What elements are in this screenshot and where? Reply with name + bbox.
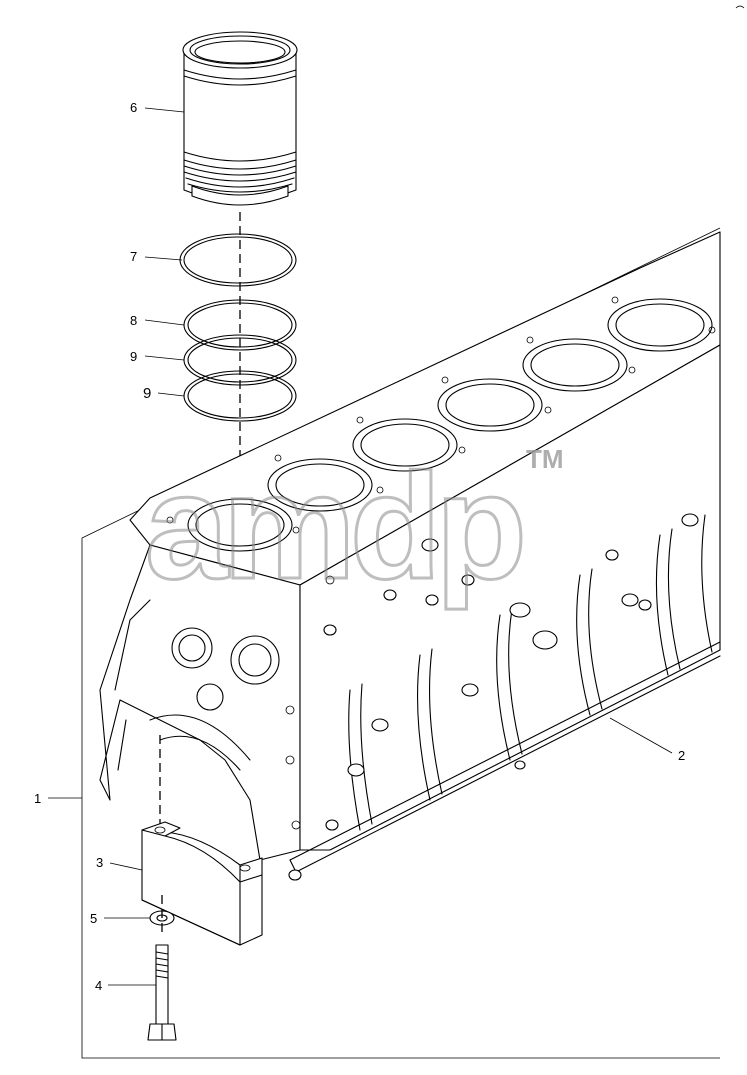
callout-9a: 9 — [130, 349, 137, 364]
engine-block — [99, 231, 721, 881]
front-face-details — [114, 575, 335, 830]
callout-6: 6 — [130, 100, 137, 115]
watermark-text: amdp — [145, 442, 521, 610]
watermark-logo: amdp TM — [144, 441, 564, 612]
corner-mark — [735, 5, 745, 9]
main-bearing-bolt — [147, 895, 177, 1041]
callout-2: 2 — [678, 748, 685, 763]
seal-ring-7 — [179, 233, 297, 287]
main-bearing-cap — [141, 821, 263, 946]
callout-3: 3 — [96, 855, 103, 870]
callout-8: 8 — [130, 313, 137, 328]
cylinder-liner — [182, 31, 298, 206]
watermark-tm: TM — [526, 444, 564, 474]
cylinder-bores — [187, 298, 713, 552]
callout-7: 7 — [130, 249, 137, 264]
block-side-bosses — [288, 513, 699, 881]
deck-bolt-holes — [166, 296, 716, 534]
callout-9b: 9 — [143, 385, 151, 402]
callout-labels: 6 7 8 9 9 1 2 3 5 4 — [34, 100, 685, 993]
callout-5: 5 — [90, 911, 97, 926]
callout-4: 4 — [95, 978, 102, 993]
block-side-ribs — [348, 514, 713, 831]
callout-1: 1 — [34, 791, 41, 806]
callout-leaders — [48, 107, 673, 986]
